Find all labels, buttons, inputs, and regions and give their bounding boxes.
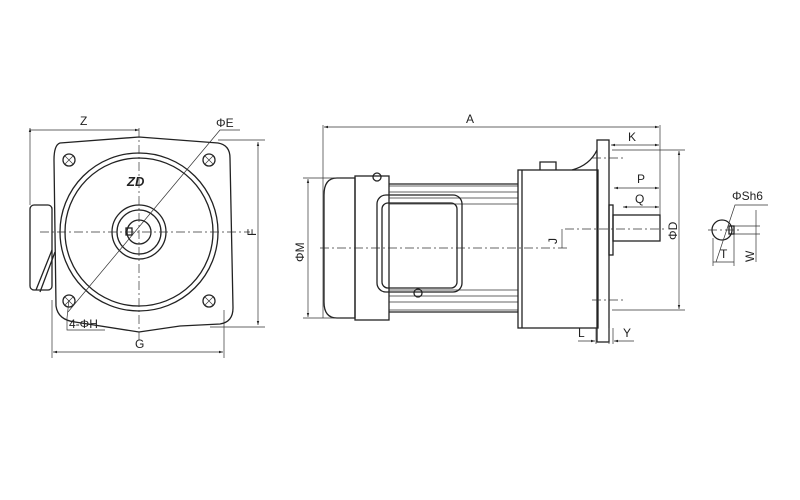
screw-icon [413, 288, 423, 298]
vent-plug [539, 161, 557, 170]
bolt-hole-icons [62, 153, 216, 308]
label-a: A [466, 112, 474, 126]
label-phi-s: ΦSh6 [732, 189, 763, 203]
dim-holes [66, 299, 105, 331]
dim-z [30, 128, 139, 205]
terminal-box [376, 194, 463, 293]
label-q: Q [635, 192, 644, 206]
dim-phi-s [715, 204, 768, 263]
side-view: A K P Q ΦD ΦM J L Y [293, 112, 685, 344]
label-t: T [720, 247, 728, 261]
gearbox-body [517, 169, 599, 329]
label-z: Z [80, 114, 87, 128]
label-phi-m: ΦM [293, 242, 307, 262]
front-view: ZD Z ΦE F G 4-ΦH [30, 114, 265, 358]
flange-outline [53, 136, 234, 333]
label-w: W [743, 250, 757, 262]
dim-t [712, 234, 735, 266]
label-y: Y [623, 326, 631, 340]
bolt-hole-icon [202, 294, 216, 308]
dim-phi-e [67, 129, 240, 313]
screw-icon [372, 172, 382, 182]
label-p: P [637, 172, 645, 186]
dim-w [734, 210, 760, 262]
label-phi-e: ΦE [216, 116, 234, 130]
brand-logo: ZD [126, 174, 145, 189]
key [125, 227, 133, 236]
output-shaft [612, 214, 661, 242]
output-flange [596, 139, 610, 343]
bolt-hole-icon [62, 153, 76, 167]
label-holes: 4-ΦH [69, 317, 98, 331]
label-g: G [135, 337, 144, 351]
label-j: J [546, 238, 560, 244]
bolt-hole-icon [202, 153, 216, 167]
label-l: L [578, 326, 585, 340]
label-f: F [245, 229, 259, 236]
label-phi-d: ΦD [666, 221, 680, 240]
label-k: K [628, 130, 636, 144]
shaft-section-detail: ΦSh6 T W [708, 189, 768, 266]
cable [35, 249, 56, 293]
